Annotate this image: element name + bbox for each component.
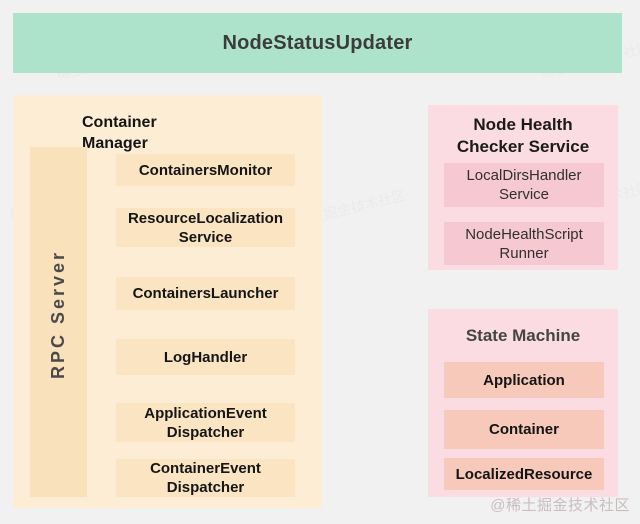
containers-monitor-box: ContainersMonitor [116, 154, 295, 186]
node-status-updater-label: NodeStatusUpdater [222, 31, 413, 54]
log-handler-label: LogHandler [163, 348, 248, 366]
local-dirs-handler-service-label: LocalDirsHandler Service [466, 167, 582, 203]
node-health-checker-block: Node Health Checker Service LocalDirsHan… [428, 105, 618, 270]
state-machine-title: State Machine [465, 326, 581, 345]
node-health-script-runner-box: NodeHealthScript Runner [444, 222, 604, 265]
containers-monitor-label: ContainersMonitor [138, 161, 273, 179]
application-event-dispatcher-box: ApplicationEvent Dispatcher [116, 403, 295, 442]
node-status-updater-block: NodeStatusUpdater [13, 13, 622, 73]
rpc-server-label: RPC Server [48, 249, 68, 379]
application-state-label: Application [483, 371, 565, 389]
resource-localization-service-box: ResourceLocalization Service [116, 208, 295, 247]
log-handler-box: LogHandler [116, 339, 295, 375]
community-watermark: @稀土掘金技术社区 [490, 497, 630, 514]
state-machine-block: State Machine Application Container Loca… [428, 309, 618, 497]
node-health-script-runner-label: NodeHealthScript Runner [465, 225, 583, 262]
resource-localization-service-label: ResourceLocalization Service [127, 209, 284, 246]
container-state-box: Container [444, 410, 604, 449]
node-health-checker-title: Node Health Checker Service [456, 115, 590, 156]
container-event-dispatcher-label: ContainerEvent Dispatcher [150, 460, 261, 496]
localized-resource-state-label: LocalizedResource [455, 465, 593, 483]
container-manager-block: Container Manager RPC Server ContainersM… [13, 95, 322, 508]
application-state-box: Application [444, 362, 604, 398]
rpc-server-bar: RPC Server [30, 147, 87, 497]
containers-launcher-label: ContainersLauncher [132, 285, 279, 302]
container-event-dispatcher-box: ContainerEvent Dispatcher [116, 459, 295, 497]
container-state-label: Container [488, 421, 559, 438]
application-event-dispatcher-label: ApplicationEvent Dispatcher [144, 404, 267, 441]
local-dirs-handler-service-box: LocalDirsHandler Service [444, 163, 604, 207]
containers-launcher-box: ContainersLauncher [116, 277, 295, 310]
localized-resource-state-box: LocalizedResource [444, 458, 604, 490]
container-manager-title: Container Manager [82, 114, 157, 152]
